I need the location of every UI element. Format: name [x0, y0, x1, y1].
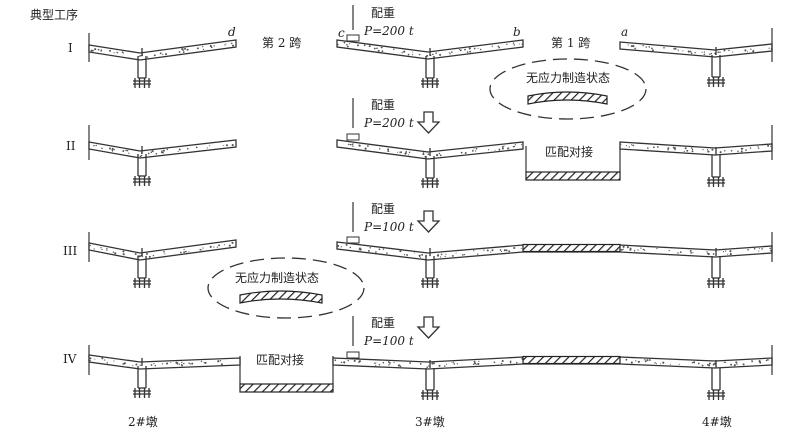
deck-cantilever-2	[88, 139, 237, 159]
pier-label-2: 2#墩	[128, 415, 158, 429]
match-joint-callout-stage-4: 匹配对接	[239, 352, 334, 393]
counterweight-stage-2: 配重 P=200 t	[352, 98, 414, 130]
match-joint-label: 匹配对接	[545, 144, 593, 159]
stage-label-3: III	[63, 244, 77, 258]
stage-label-1: I	[68, 41, 73, 55]
counterweight-value: P=200 t	[363, 24, 414, 38]
stage-label-2: II	[66, 139, 76, 153]
closure-segment	[522, 243, 621, 253]
closure-segment	[522, 355, 621, 365]
deck-cantilever-4	[619, 141, 773, 156]
stress-free-label: 无应力制造状态	[526, 70, 610, 85]
stress-free-callout-stage-3: 无应力制造状态	[207, 257, 365, 319]
counterweight-block	[346, 236, 360, 244]
point-label-d: d	[228, 25, 236, 39]
pier-label-4: 4#墩	[702, 415, 732, 429]
counterweight-stage-3: 配重 P=100 t	[352, 202, 414, 234]
point-label-c: c	[338, 26, 345, 40]
stage-label-4: IV	[63, 352, 77, 366]
match-joint-label: 匹配对接	[256, 352, 304, 367]
deck-cantilever-2	[88, 354, 241, 370]
down-arrow-icon	[416, 210, 441, 233]
counterweight-stage-4: 配重 P=100 t	[352, 316, 414, 348]
point-label-b: b	[513, 25, 521, 39]
counterweight-block	[346, 351, 360, 359]
counterweight-value: P=200 t	[363, 116, 414, 130]
counterweight-block	[346, 34, 360, 42]
deck-cantilever-2	[88, 239, 237, 261]
match-joint-callout-stage-2: 匹配对接	[525, 144, 621, 181]
counterweight-value: P=100 t	[363, 334, 414, 348]
counterweight-value: P=100 t	[363, 220, 414, 234]
stress-free-label: 无应力制造状态	[235, 270, 319, 285]
stress-free-callout-stage-1: 无应力制造状态	[489, 58, 647, 120]
span-2-label: 第 2 跨	[262, 36, 301, 50]
pier-label-3: 3#墩	[415, 415, 445, 429]
down-arrow-icon	[416, 111, 441, 134]
counterweight-title: 配重	[371, 98, 395, 112]
point-label-a: a	[621, 25, 628, 39]
diagram-heading: 典型工序	[30, 7, 78, 22]
bridge-geometry	[88, 28, 773, 400]
counterweight-title: 配重	[371, 6, 395, 20]
counterweight-stage-1: 配重 P=200 t	[352, 5, 414, 38]
down-arrow-icon	[416, 316, 441, 339]
deck-cantilever-2	[88, 39, 237, 61]
span-1-label: 第 1 跨	[551, 36, 590, 50]
deck-cantilever-4	[619, 41, 773, 58]
counterweight-title: 配重	[371, 202, 395, 216]
counterweight-block	[346, 133, 360, 141]
counterweight-title: 配重	[371, 316, 395, 330]
